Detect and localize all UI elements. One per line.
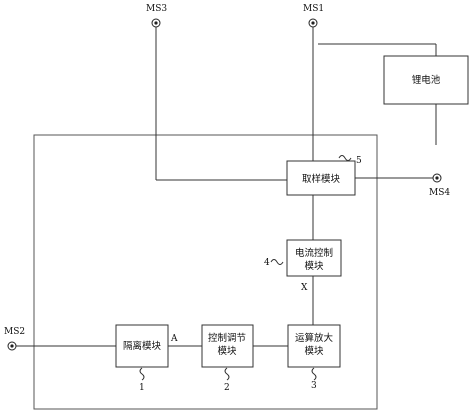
battery-box bbox=[383, 55, 469, 105]
current-control-label-line1: 电流控制 bbox=[295, 247, 333, 259]
node-x-label: X bbox=[301, 283, 308, 293]
control-adjust-label-line1: 控制调节 bbox=[208, 332, 246, 344]
control-adjust-label-line2: 模块 bbox=[217, 345, 237, 357]
leader-opamp bbox=[311, 367, 317, 381]
isolation-module-box bbox=[115, 324, 169, 368]
opamp-module-box bbox=[287, 324, 341, 368]
device-frame bbox=[33, 134, 378, 410]
current-control-label-line2: 模块 bbox=[304, 260, 324, 272]
ref-control-adjust: 2 bbox=[224, 383, 230, 393]
leader-isolation bbox=[139, 367, 145, 381]
isolation-module-label: 隔离模块 bbox=[123, 340, 162, 352]
ref-opamp: 3 bbox=[311, 381, 317, 391]
leader-current-control bbox=[270, 259, 284, 265]
leader-control-adjust bbox=[224, 367, 230, 381]
terminal-ms4 bbox=[432, 173, 442, 183]
terminal-ms3-label: MS3 bbox=[146, 4, 167, 14]
terminal-ms2 bbox=[7, 341, 17, 351]
ref-sampling: 5 bbox=[356, 156, 362, 166]
terminal-ms2-label: MS2 bbox=[4, 327, 25, 337]
control-adjust-box bbox=[201, 324, 254, 368]
sampling-module-box bbox=[286, 160, 356, 196]
leader-sampling bbox=[338, 155, 352, 161]
terminal-ms1-label: MS1 bbox=[303, 4, 324, 14]
ref-current-control: 4 bbox=[264, 258, 270, 268]
battery-label: 锂电池 bbox=[412, 74, 441, 86]
terminal-ms1 bbox=[308, 18, 318, 28]
terminal-ms4-label: MS4 bbox=[429, 188, 450, 198]
opamp-label-line2: 模块 bbox=[304, 345, 324, 357]
sampling-module-label: 取样模块 bbox=[302, 173, 341, 185]
terminal-ms3 bbox=[151, 18, 161, 28]
node-a-label: A bbox=[170, 334, 178, 344]
opamp-label-line1: 运算放大 bbox=[295, 332, 334, 344]
current-control-box bbox=[286, 239, 342, 277]
ref-isolation: 1 bbox=[139, 383, 145, 393]
